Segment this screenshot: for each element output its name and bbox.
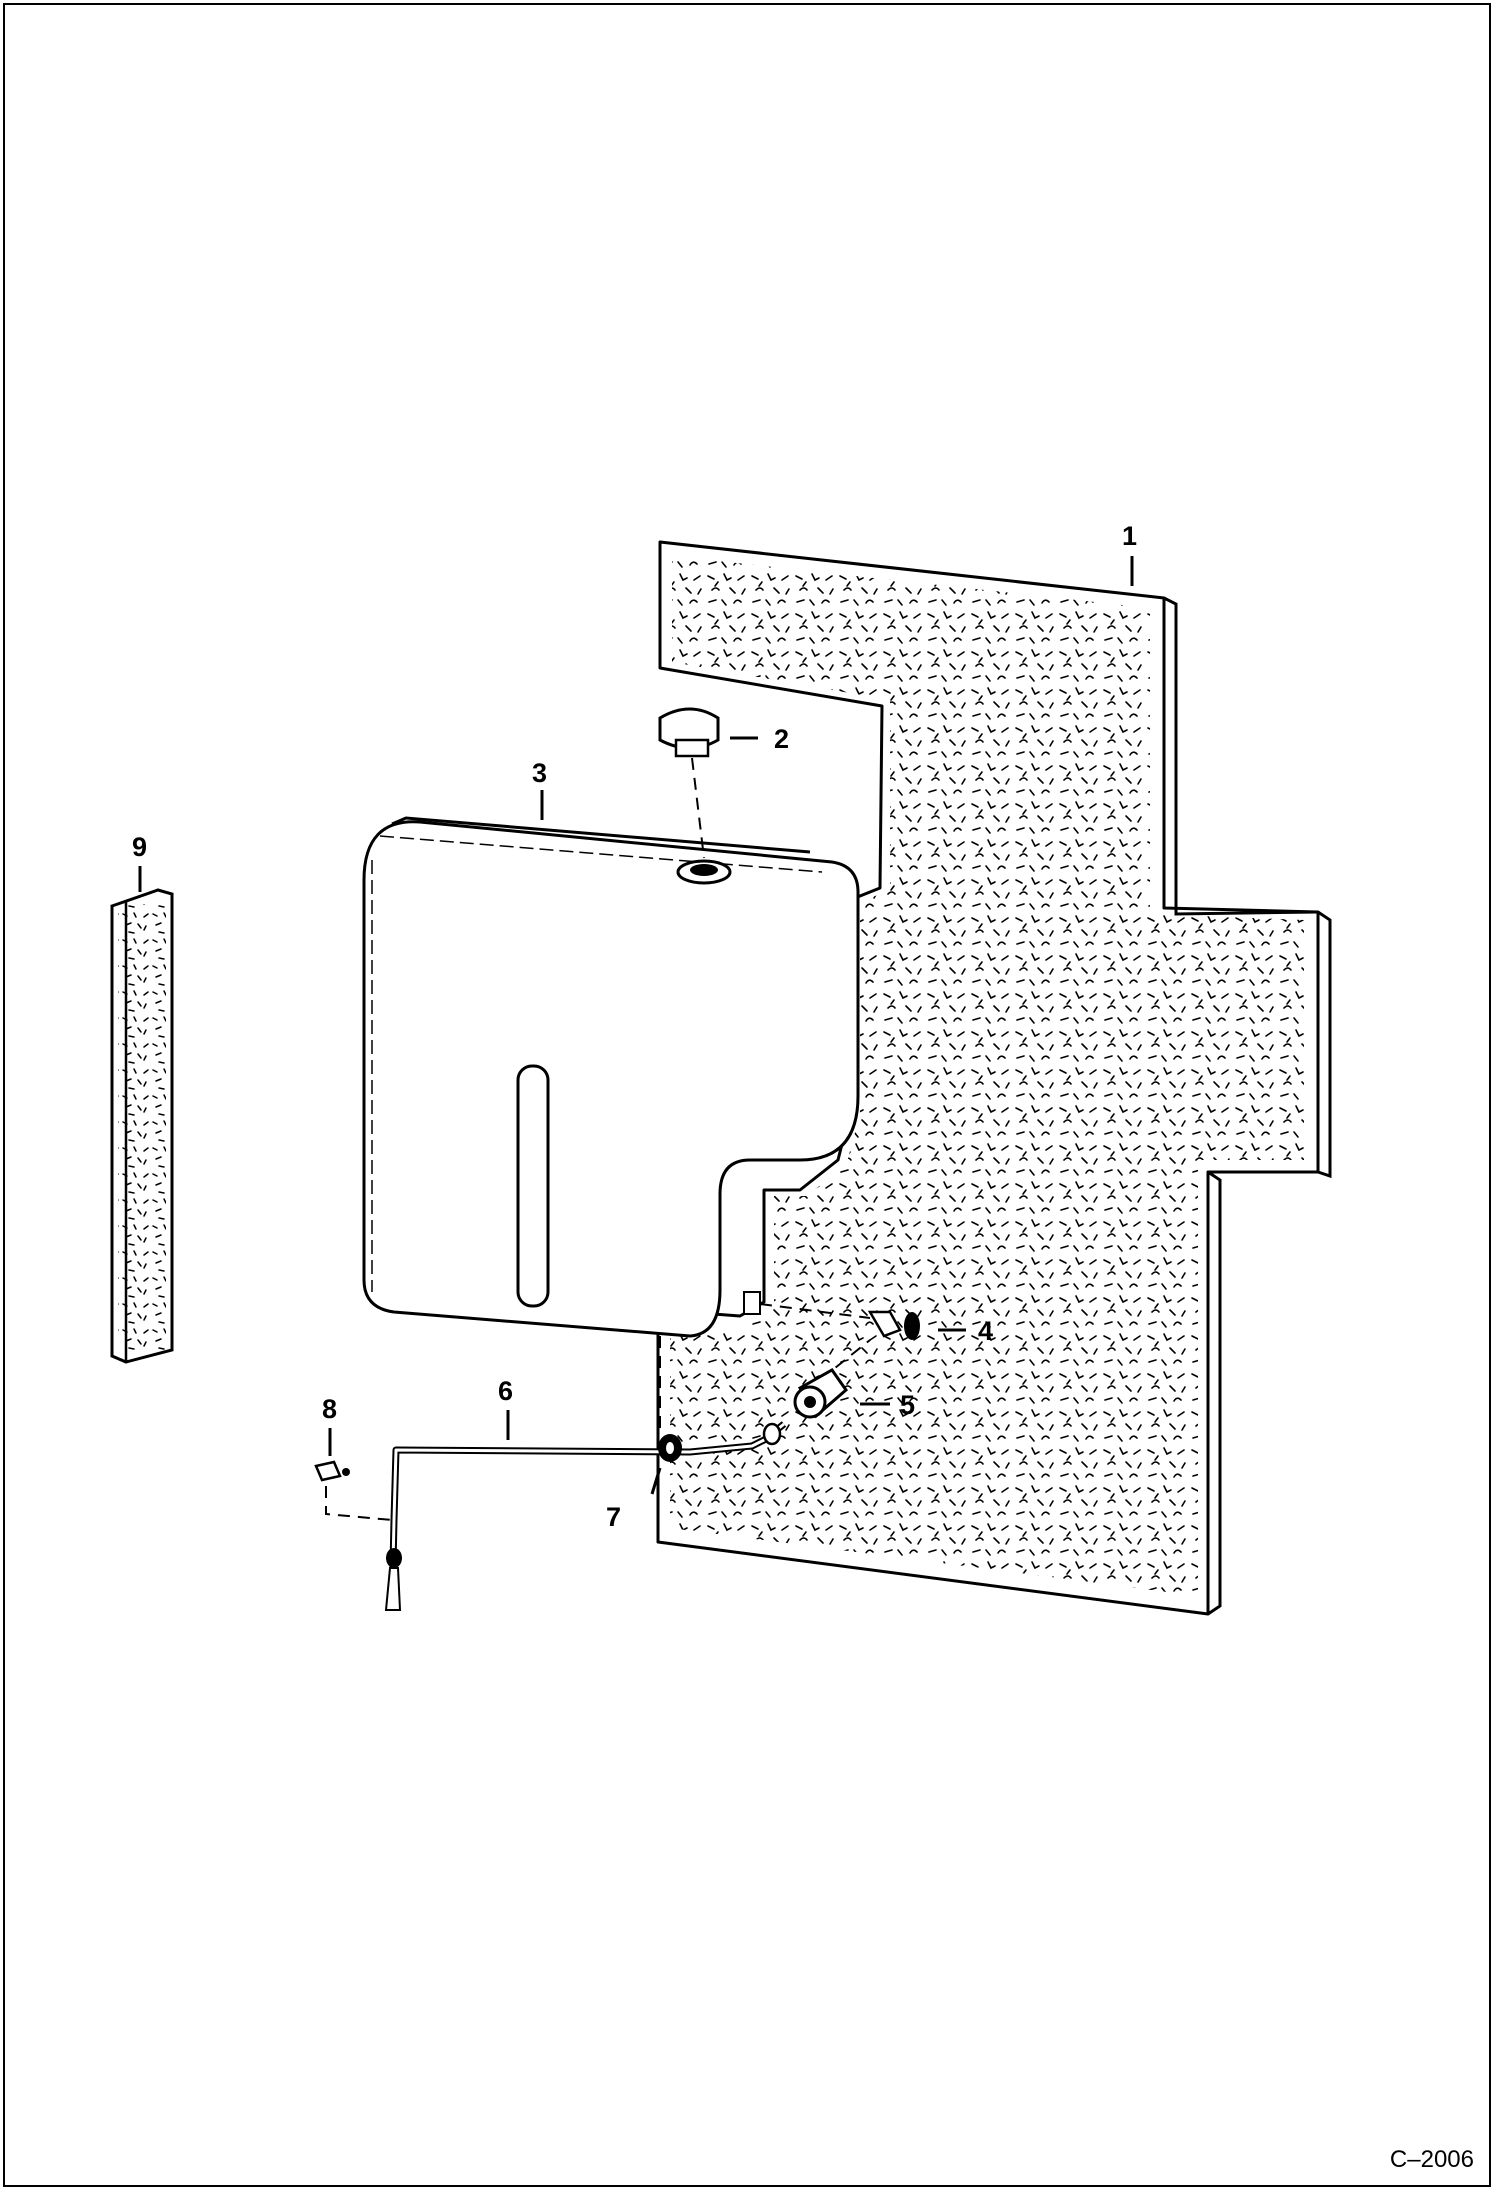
callout-9: 9 [132,832,147,862]
figure-reference: C–2006 [1389,2146,1474,2173]
foam-strip [110,888,174,1364]
washer-hose [384,1421,787,1611]
washer-nozzle [314,1460,393,1521]
washer-pump [793,1339,871,1419]
callout-3: 3 [532,758,547,788]
callout-5: 5 [900,1390,915,1420]
reservoir-tank [362,816,860,1338]
callout-7: 7 [606,1502,621,1532]
foam-panel [656,540,1332,1616]
callout-6: 6 [498,1376,513,1406]
page-frame [3,3,1491,2187]
callout-8: 8 [322,1394,337,1424]
filler-cap [658,707,720,859]
elbow-fitting [759,1303,920,1340]
callout-1: 1 [1122,521,1137,551]
callout-2: 2 [774,724,789,754]
grommet [658,1336,682,1462]
callout-4: 4 [978,1316,993,1346]
leader-lines [138,556,1134,1495]
